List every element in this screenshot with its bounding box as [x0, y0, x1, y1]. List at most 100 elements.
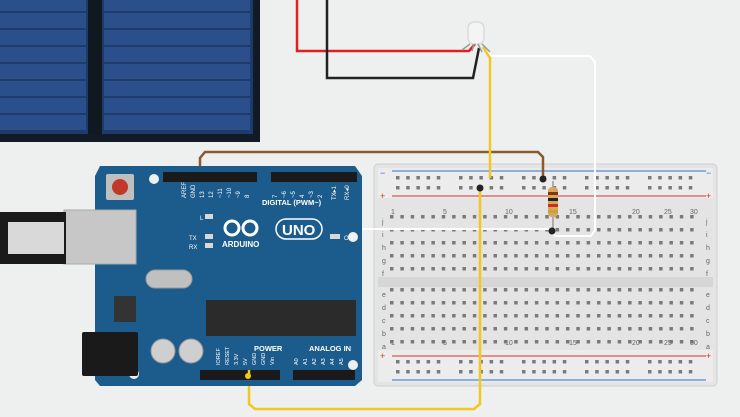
breadboard-hole: [514, 301, 518, 305]
wire-brown[interactable]: [198, 150, 545, 185]
breadboard-hole: [522, 186, 526, 190]
capacitor: [150, 338, 176, 364]
breadboard-hole: [565, 314, 570, 318]
breadboard-hole: [586, 314, 591, 318]
breadboard-hole: [452, 288, 456, 292]
breadboard-hole: [545, 241, 549, 245]
breadboard-hole: [493, 267, 497, 271]
pin-6-label: ~6: [282, 190, 288, 198]
breadboard-hole: [452, 327, 456, 331]
breadboard-hole: [607, 301, 611, 305]
breadboard-hole: [638, 314, 642, 318]
breadboard-hole: [545, 327, 549, 331]
breadboard-hole: [483, 327, 487, 331]
breadboard-hole: [441, 215, 446, 219]
breadboard-hole: [441, 314, 446, 318]
breadboard-hole: [514, 288, 518, 292]
breadboard-hole: [586, 254, 591, 258]
breadboard-hole: [597, 314, 601, 318]
power-jack[interactable]: [82, 332, 138, 376]
breadboard-hole: [503, 340, 508, 344]
pin-9-label: ~9: [236, 190, 242, 198]
breadboard-hole: [562, 360, 567, 364]
breadboard-hole: [514, 267, 518, 271]
breadboard-hole: [597, 327, 601, 331]
solar-cell: [104, 47, 250, 62]
breadboard-hole: [499, 370, 504, 374]
breadboard-hole: [462, 314, 466, 318]
pin-ioref-label: IOREF: [216, 348, 222, 365]
rgb-led[interactable]: [461, 21, 491, 53]
breadboard-hole: [452, 215, 456, 219]
breadboard-hole: [628, 327, 632, 331]
breadboard-hole: [532, 176, 536, 180]
breadboard-hole: [534, 267, 539, 271]
breadboard-hole: [607, 228, 611, 232]
breadboard-hole: [410, 314, 415, 318]
breadboard-hole: [489, 370, 494, 374]
breadboard-hole: [522, 360, 526, 364]
breadboard-hole: [555, 241, 560, 245]
breadboard-hole: [648, 288, 653, 292]
breadboard-hole: [493, 340, 497, 344]
breadboard-hole: [410, 340, 415, 344]
solar-panel[interactable]: [0, 0, 260, 142]
microcontroller-chip: [206, 300, 356, 336]
power-header[interactable]: [200, 370, 280, 380]
power-pin-labels: IOREF RESET 3.3V 5V GND GND Vin A0 A1 A2…: [216, 346, 345, 365]
breadboard-hole: [605, 176, 609, 180]
solar-cell: [104, 30, 250, 45]
breadboard-hole: [659, 340, 663, 344]
breadboard-hole: [565, 327, 570, 331]
analog-header[interactable]: [293, 370, 355, 380]
breadboard-hole: [658, 360, 662, 364]
breadboard-hole: [545, 340, 549, 344]
wire-white[interactable]: [485, 47, 596, 237]
pin-aref-label: AREF: [182, 182, 188, 198]
breadboard-hole: [452, 340, 456, 344]
breadboard-hole: [659, 314, 663, 318]
led-rx-label: RX: [189, 245, 197, 251]
wire-yellow-led[interactable]: [481, 46, 492, 178]
usb-port[interactable]: [63, 209, 137, 265]
breadboard-hole: [410, 215, 415, 219]
breadboard-hole: [400, 267, 404, 271]
breadboard-hole: [489, 176, 494, 180]
breadboard-hole: [648, 360, 652, 364]
breadboard-hole: [462, 267, 466, 271]
breadboard-hole: [431, 241, 435, 245]
wire-black[interactable]: [325, 0, 481, 80]
breadboard-hole: [421, 327, 425, 331]
breadboard-hole: [441, 288, 446, 292]
pin-gnd3-label: GND: [261, 353, 267, 365]
breadboard-hole: [628, 241, 632, 245]
rail-plus-label-right: +: [706, 191, 711, 201]
breadboard-hole: [493, 215, 497, 219]
breadboard-hole: [452, 254, 456, 258]
solar-cell: [104, 115, 250, 130]
digital-header-right[interactable]: [271, 172, 357, 182]
breadboard-hole: [472, 254, 477, 258]
digital-header-title: DIGITAL (PWM~): [262, 198, 322, 207]
breadboard-hole: [555, 254, 560, 258]
breadboard-hole: [431, 215, 435, 219]
wire-red[interactable]: [295, 0, 476, 53]
breadboard-hole: [607, 288, 611, 292]
breadboard-hole: [565, 228, 570, 232]
breadboard-hole: [421, 215, 425, 219]
breadboard-hole: [659, 301, 663, 305]
breadboard-hole: [555, 314, 560, 318]
breadboard-hole: [426, 176, 431, 180]
breadboard[interactable]: − + − + + + 1 5 10 15 20 25 30 1 5 10 15…: [373, 163, 718, 387]
resistor[interactable]: [548, 181, 558, 228]
breadboard-hole: [472, 267, 477, 271]
breadboard-hole: [483, 215, 487, 219]
digital-header-left[interactable]: [163, 172, 257, 182]
breadboard-hole: [669, 254, 673, 258]
breadboard-hole: [638, 241, 642, 245]
breadboard-hole: [493, 241, 497, 245]
arduino-uno-board[interactable]: AREF GND 13 12 ~11 ~10 ~9 8 7 ~6 ~5 4 ~3…: [0, 166, 362, 386]
col-label-30: 30: [690, 209, 698, 216]
wire-yellow[interactable]: [247, 188, 482, 411]
